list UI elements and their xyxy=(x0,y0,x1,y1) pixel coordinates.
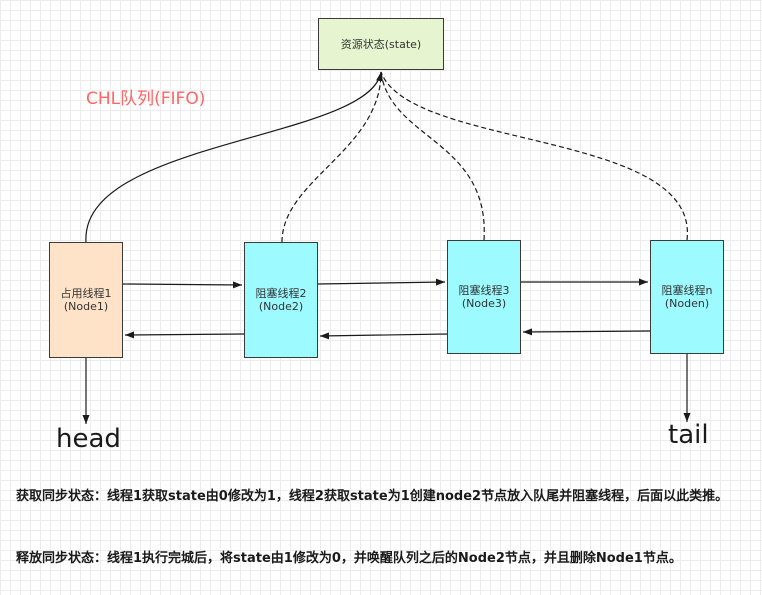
node-3: 阻塞线程3 (Node3) xyxy=(447,240,521,354)
acquire-note: 获取同步状态：线程1获取state由0修改为1，线程2获取state为1创建no… xyxy=(16,489,729,504)
release-note: 释放同步状态：线程1执行完城后，将state由1修改为0，并唤醒队列之后的Nod… xyxy=(16,551,682,566)
node3-to-node2-arrow xyxy=(319,332,448,340)
node2-to-node3-arrow xyxy=(317,278,446,286)
tail-label: tail xyxy=(668,420,709,450)
node-n: 阻塞线程n (Noden) xyxy=(650,240,724,354)
node-3-line1: 阻塞线程3 xyxy=(458,284,510,297)
node2-to-node1-arrow xyxy=(124,331,245,339)
noden-to-node3-arrow xyxy=(522,328,651,336)
noden-to-state-curve xyxy=(380,71,688,241)
node-n-line2: (Noden) xyxy=(664,297,710,310)
node-1-line2: (Node1) xyxy=(63,300,109,313)
state-box-label: 资源状态(state) xyxy=(340,37,422,51)
node-2-line1: 阻塞线程2 xyxy=(255,287,307,300)
node-n-line1: 阻塞线程n xyxy=(661,284,713,297)
state-box: 资源状态(state) xyxy=(318,18,444,70)
node-3-line2: (Node3) xyxy=(461,297,507,310)
node2-to-state-curve xyxy=(281,71,382,243)
head-label: head xyxy=(56,424,121,454)
queue-title: CHL队列(FIFO) xyxy=(86,89,206,109)
node-1-line1: 占用线程1 xyxy=(60,287,112,300)
node1-to-node2-arrow xyxy=(122,281,243,289)
node1-to-state-curve xyxy=(85,71,383,243)
node3-to-state-curve xyxy=(380,71,485,241)
node-2: 阻塞线程2 (Node2) xyxy=(244,242,318,358)
node-1: 占用线程1 (Node1) xyxy=(49,242,123,358)
node-2-line2: (Node2) xyxy=(258,300,304,313)
